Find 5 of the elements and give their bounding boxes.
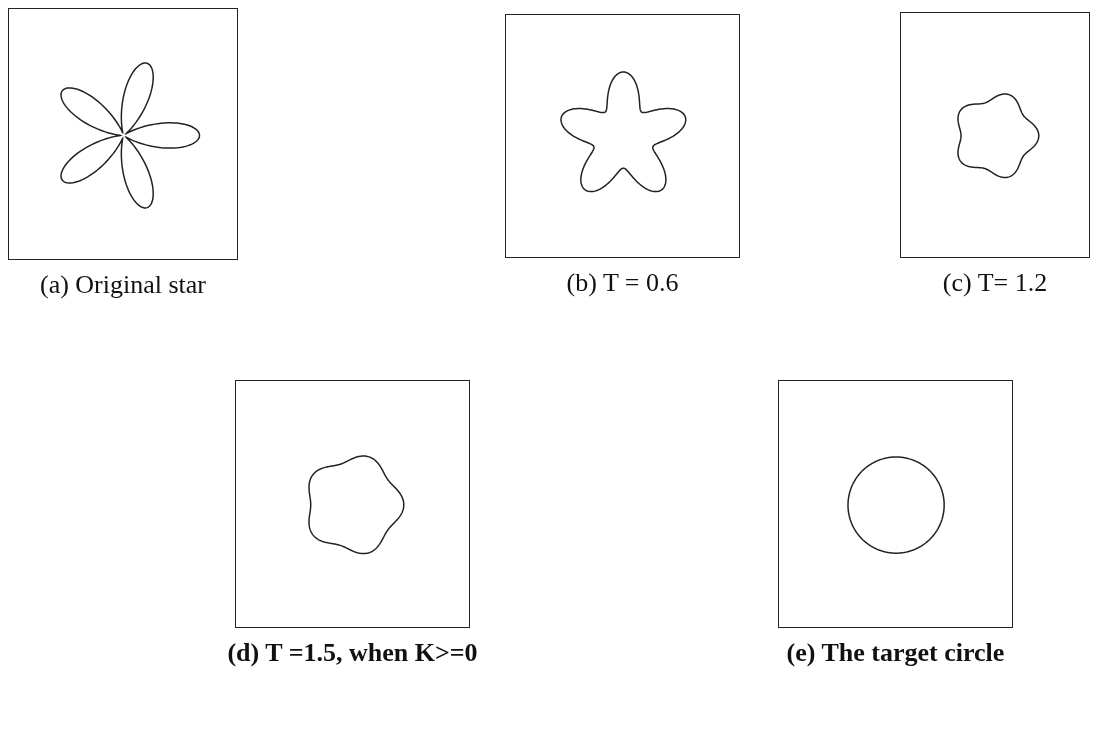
figure-caption: (b) T = 0.6 [566,268,679,298]
figure-caption: (a) Original star [40,270,206,300]
figure-caption: (c) T= 1.2 [942,268,1048,298]
figure-caption: (e) The target circle [786,638,1005,668]
figure-caption: (d) T =1.5, when K>=0 [227,638,478,668]
